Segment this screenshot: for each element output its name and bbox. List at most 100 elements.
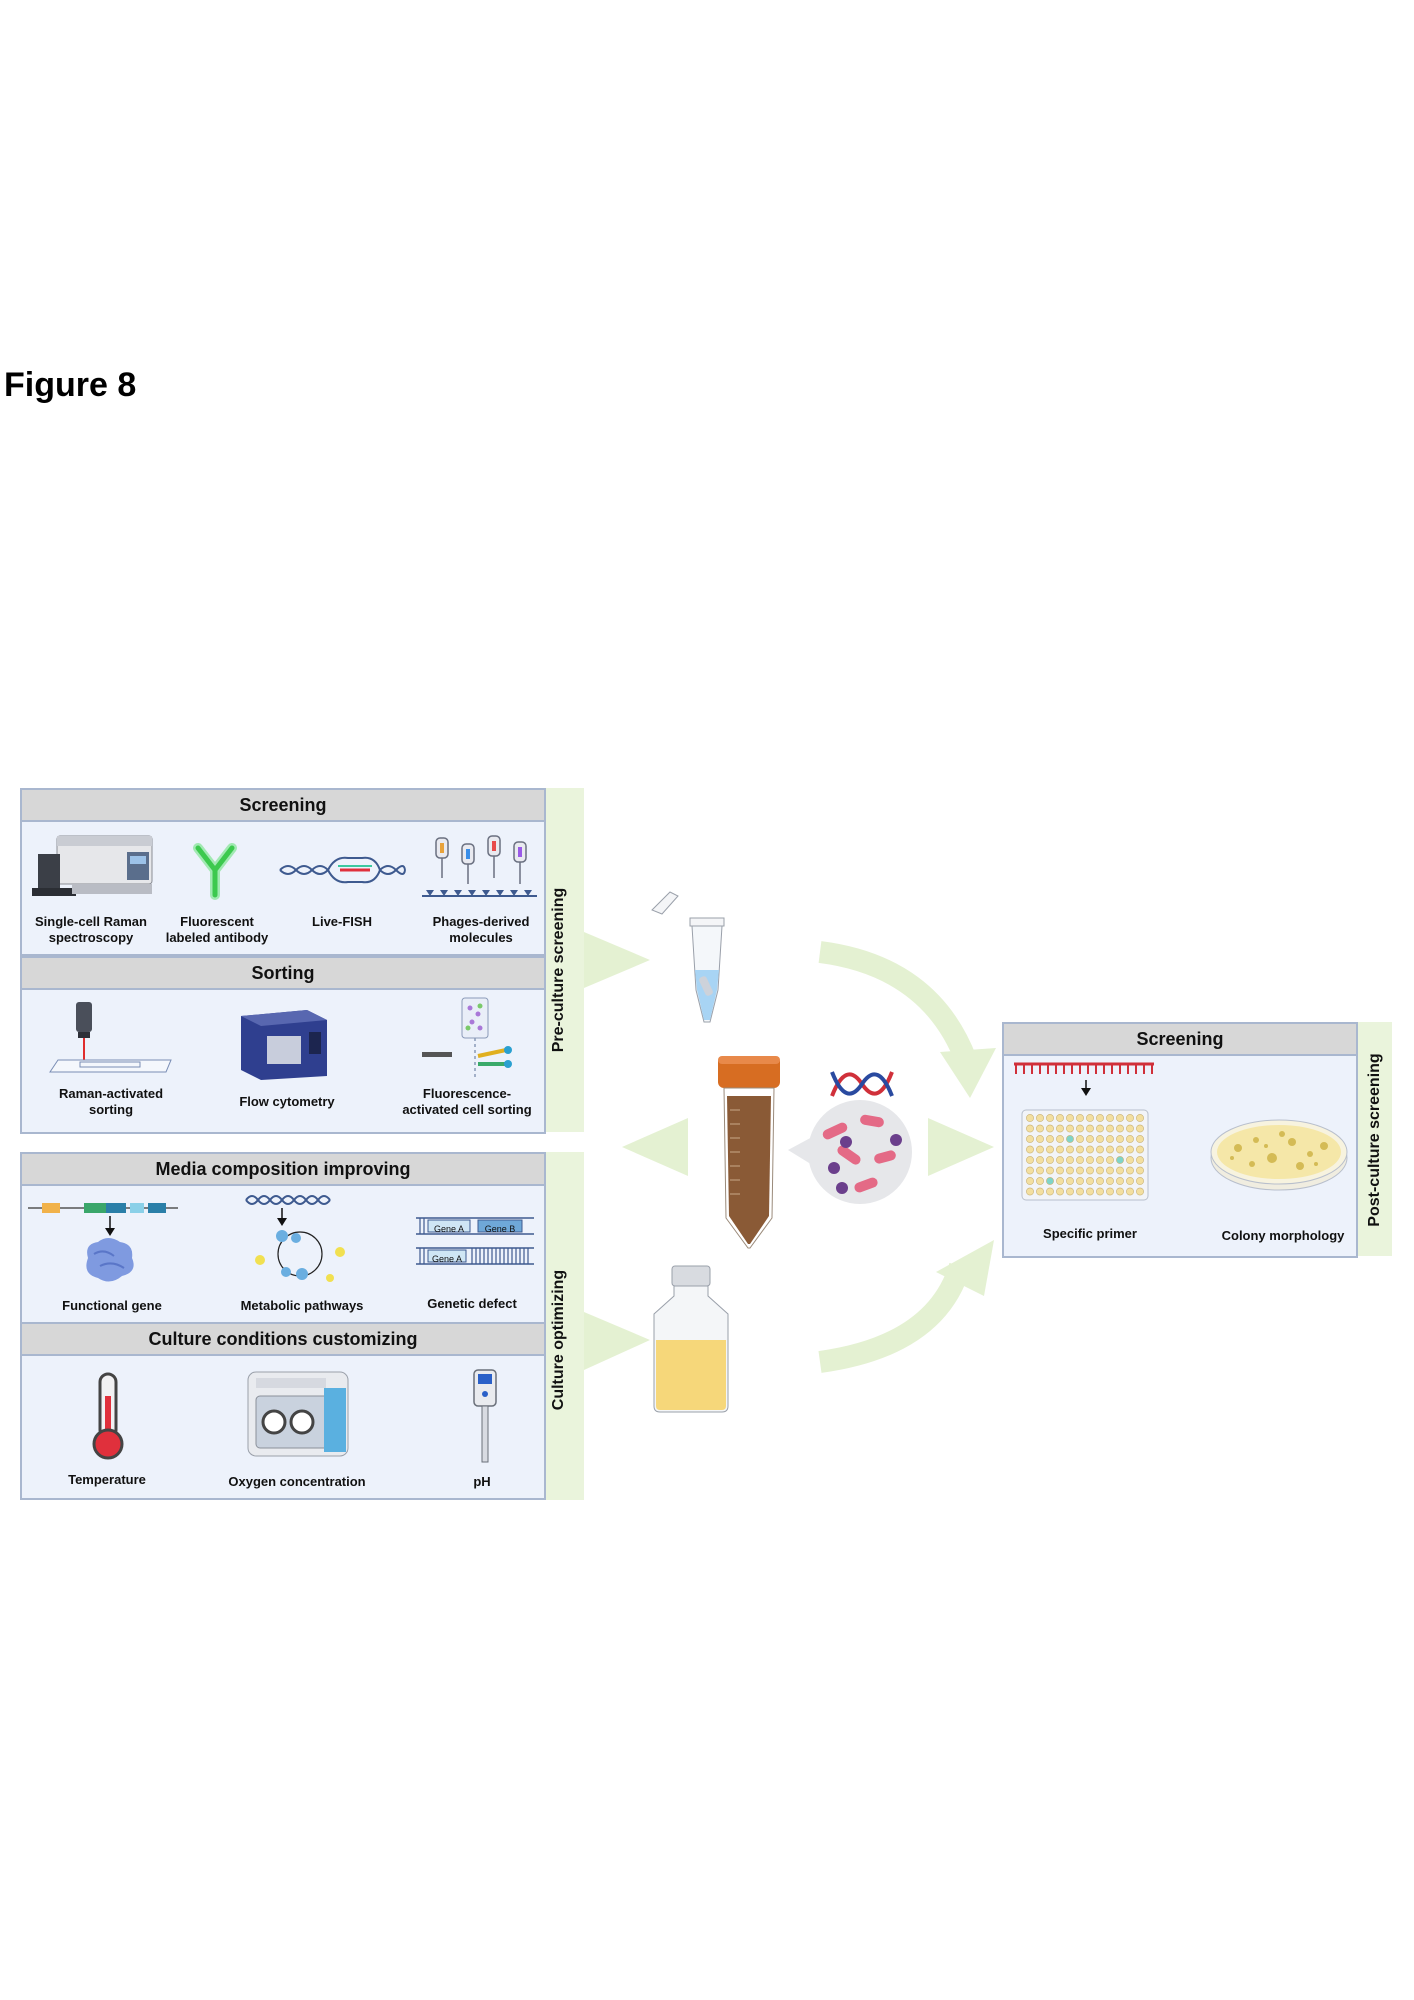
well bbox=[1086, 1166, 1094, 1175]
well bbox=[1106, 1124, 1114, 1133]
well bbox=[1076, 1135, 1084, 1143]
dna-helix-icon bbox=[830, 1071, 894, 1097]
well bbox=[1136, 1187, 1144, 1196]
well bbox=[1056, 1124, 1064, 1133]
well bbox=[1066, 1177, 1074, 1185]
well bbox=[1116, 1114, 1124, 1122]
media-panel: Media composition improving bbox=[20, 1152, 546, 1324]
well bbox=[1116, 1124, 1124, 1133]
well bbox=[1026, 1124, 1034, 1133]
well bbox=[1096, 1135, 1104, 1143]
well bbox=[1096, 1145, 1104, 1154]
well bbox=[1126, 1166, 1134, 1175]
colony-morphology-label: Colony morphology bbox=[1221, 1228, 1345, 1243]
well bbox=[1026, 1156, 1034, 1164]
well bbox=[1136, 1177, 1144, 1185]
microtube-icon bbox=[651, 891, 725, 1023]
gene-b-label: Gene B bbox=[484, 1224, 516, 1234]
well bbox=[1086, 1177, 1094, 1185]
well bbox=[1046, 1166, 1054, 1175]
well bbox=[1056, 1145, 1064, 1154]
thermometer-icon bbox=[92, 1372, 124, 1460]
cell-sorter-icon bbox=[422, 997, 512, 1078]
well bbox=[1086, 1145, 1094, 1154]
conditions-panel: Culture conditions customizing Temperatu… bbox=[20, 1322, 546, 1500]
well bbox=[1066, 1187, 1074, 1196]
well bbox=[1036, 1177, 1044, 1185]
microscope-objective-icon bbox=[49, 1002, 172, 1073]
ph-label: pH bbox=[473, 1474, 491, 1489]
well bbox=[1056, 1187, 1064, 1196]
well bbox=[1096, 1187, 1104, 1196]
pre-screening-panel: Screening bbox=[20, 788, 546, 956]
well bbox=[1066, 1166, 1074, 1175]
curved-arrow-bottom bbox=[818, 1262, 971, 1373]
well bbox=[1076, 1124, 1084, 1133]
flow-cytometry-label: Flow cytometry bbox=[239, 1094, 335, 1109]
well bbox=[1096, 1124, 1104, 1133]
well bbox=[1096, 1156, 1104, 1164]
well bbox=[1096, 1177, 1104, 1185]
well bbox=[1086, 1156, 1094, 1164]
post-screening-panel: Screening Specific primer Colony morphol… bbox=[1002, 1022, 1358, 1258]
facs-label: Fluorescence- activated cell sorting bbox=[402, 1086, 532, 1117]
genetic-defect-label: Genetic defect bbox=[427, 1296, 517, 1311]
well bbox=[1126, 1135, 1134, 1143]
well bbox=[1036, 1145, 1044, 1154]
well bbox=[1036, 1187, 1044, 1196]
well bbox=[1046, 1177, 1054, 1185]
well bbox=[1066, 1114, 1074, 1122]
well bbox=[1106, 1145, 1114, 1154]
well bbox=[1106, 1114, 1114, 1122]
well bbox=[1086, 1187, 1094, 1196]
well bbox=[1056, 1177, 1064, 1185]
gene-a-label-1: Gene A bbox=[433, 1224, 465, 1234]
phages-label: Phages-derived molecules bbox=[432, 914, 530, 945]
sorting-panel: Sorting Raman-activated sorting Flow cyt… bbox=[20, 956, 546, 1134]
well bbox=[1046, 1156, 1054, 1164]
well bbox=[1056, 1135, 1064, 1143]
well bbox=[1116, 1177, 1124, 1185]
well bbox=[1116, 1187, 1124, 1196]
well bbox=[1036, 1114, 1044, 1122]
well bbox=[1116, 1135, 1124, 1143]
well bbox=[1086, 1114, 1094, 1122]
well bbox=[1126, 1177, 1134, 1185]
well bbox=[1026, 1177, 1034, 1185]
pre-culture-pointer bbox=[584, 932, 650, 988]
well bbox=[1066, 1124, 1074, 1133]
well bbox=[1126, 1145, 1134, 1154]
well bbox=[1026, 1166, 1034, 1175]
well bbox=[1026, 1187, 1034, 1196]
well bbox=[1026, 1145, 1034, 1154]
anaerobic-chamber-icon bbox=[247, 1371, 349, 1457]
well bbox=[1076, 1177, 1084, 1185]
temperature-label: Temperature bbox=[68, 1472, 146, 1487]
well bbox=[1136, 1114, 1144, 1122]
antibody-icon bbox=[193, 843, 237, 900]
well bbox=[1026, 1135, 1034, 1143]
well bbox=[1126, 1114, 1134, 1122]
well bbox=[1116, 1156, 1124, 1164]
petri-dish-icon bbox=[1210, 1119, 1348, 1191]
well bbox=[1076, 1145, 1084, 1154]
well bbox=[1056, 1156, 1064, 1164]
well bbox=[1096, 1166, 1104, 1175]
to-post-pointer bbox=[928, 1118, 994, 1176]
oxygen-label: Oxygen concentration bbox=[228, 1474, 366, 1489]
antibody-label: Fluorescent labeled antibody bbox=[165, 914, 269, 945]
culture-optimizing-band bbox=[544, 1152, 584, 1500]
well bbox=[1136, 1156, 1144, 1164]
raman-spectroscopy-label: Single-cell Raman spectroscopy bbox=[35, 914, 147, 945]
pre-culture-band bbox=[544, 788, 584, 1132]
well bbox=[1096, 1114, 1104, 1122]
well bbox=[1106, 1135, 1114, 1143]
conditions-title: Culture conditions customizing bbox=[22, 1324, 544, 1356]
well bbox=[1076, 1156, 1084, 1164]
well bbox=[1026, 1114, 1034, 1122]
well bbox=[1076, 1187, 1084, 1196]
well bbox=[1136, 1135, 1144, 1143]
well bbox=[1066, 1156, 1074, 1164]
curved-arrow-top bbox=[818, 941, 977, 1065]
